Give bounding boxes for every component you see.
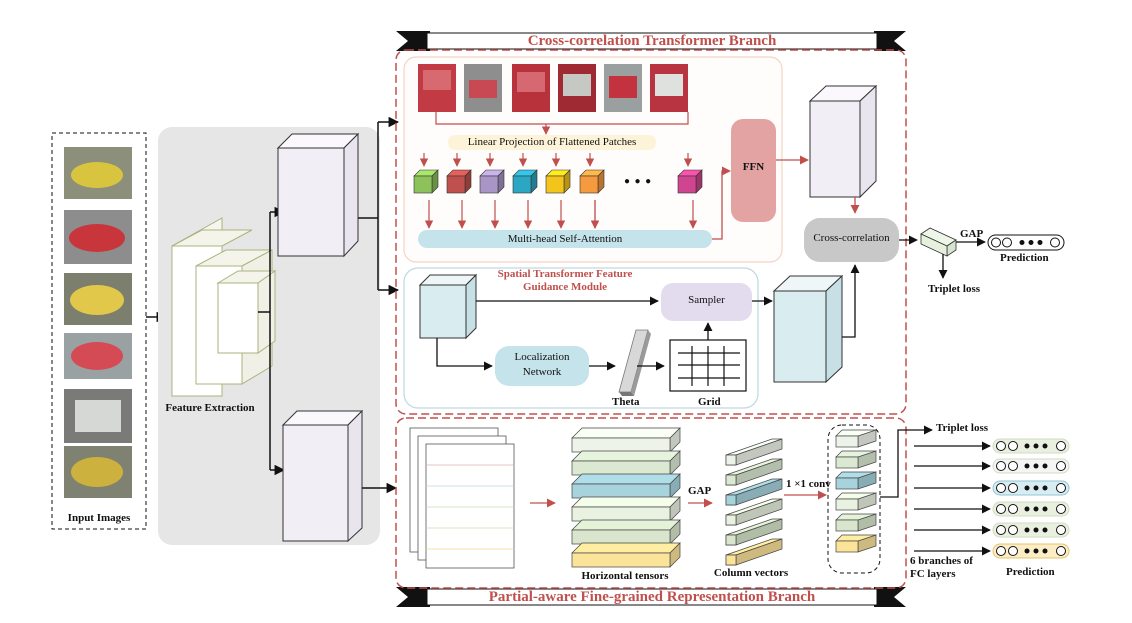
triplet-loss-top: Triplet loss [928, 283, 981, 295]
theta-slab [618, 329, 651, 396]
conv-output-frame [827, 424, 881, 574]
patch-token [479, 153, 505, 229]
prediction-row [914, 438, 1070, 454]
horizontal-tensor [571, 519, 681, 545]
sampler-label: Sampler [688, 294, 725, 306]
conv-vector [835, 492, 877, 511]
conv-vector [835, 471, 877, 490]
prediction-row [914, 501, 1070, 517]
horizontal-tensor [571, 542, 681, 568]
patch-token [545, 153, 571, 229]
horizontal-sheets [409, 427, 515, 569]
grid-label: Grid [698, 396, 721, 408]
column-vector [725, 498, 783, 526]
conv-output-stack [835, 429, 877, 553]
patch-token [446, 153, 472, 229]
patch-tokens [413, 153, 703, 229]
ffn-label: FFN [742, 161, 765, 173]
patch-token [512, 153, 538, 229]
conv-vector [835, 450, 877, 469]
mhsa-box [418, 230, 712, 248]
column-vector [725, 458, 783, 486]
stfg-title: Spatial Transformer Feature Guidance Mod… [480, 268, 650, 294]
column-vector [725, 478, 783, 506]
grid-box [669, 339, 747, 392]
horizontal-tensor [571, 473, 681, 499]
theta-label: Theta [612, 396, 640, 408]
gap-cube-top [920, 227, 957, 257]
column-vector [725, 538, 783, 566]
fc-branches-label: 6 branches of FC layers [910, 555, 973, 580]
prediction-row [914, 480, 1070, 496]
localization-network-box [495, 346, 589, 386]
partial-aware-branch-frame [395, 417, 907, 589]
conv-vector [835, 429, 877, 448]
bottom-branch-title: Partial-aware Fine-grained Representatio… [488, 589, 816, 605]
prediction-row [914, 543, 1070, 559]
column-vector [725, 438, 783, 466]
top-branch-title: Cross-correlation Transformer Branch [527, 33, 777, 49]
mhsa-label: Multi-head Self-Attention [507, 233, 623, 245]
stfg-title-line2: Guidance Module [522, 281, 608, 293]
cross-correlation-label: Cross-correlation [813, 232, 890, 244]
prediction-row [914, 522, 1070, 538]
input-images-label: Input Images [67, 512, 131, 524]
sampler-box [661, 283, 752, 321]
column-vector [725, 518, 783, 546]
conv-vector [835, 534, 877, 553]
gap-label-top: GAP [960, 228, 984, 240]
prediction-label-top: Prediction [1000, 252, 1049, 264]
stfg-output-cube [772, 274, 844, 384]
stfg-title-line1: Spatial Transformer Feature [497, 268, 633, 280]
column-vectors-label: Column vectors [713, 567, 789, 579]
triplet-loss-bottom: Triplet loss [936, 422, 989, 434]
horizontal-tensor [571, 427, 681, 453]
image-patches [418, 64, 688, 112]
cross-correlation-box [804, 218, 899, 262]
horizontal-tensors-stack [571, 427, 681, 568]
patch-token [579, 153, 605, 229]
bottom-banner [396, 587, 906, 607]
horizontal-tensors-label: Horizontal tensors [581, 570, 669, 582]
patch-token [413, 153, 439, 229]
patch-token [677, 153, 703, 229]
localization-label: Localization Network [514, 351, 570, 378]
feature-extraction-label: Feature Extraction [165, 402, 255, 414]
ffn-output-cube [808, 84, 878, 199]
ffn-box [731, 119, 776, 222]
conv-vector [835, 513, 877, 532]
horizontal-tensor [571, 496, 681, 522]
feature-cube-top [276, 132, 360, 258]
prediction-row [914, 458, 1070, 474]
car-thumbnails [64, 147, 132, 498]
top-banner [396, 31, 906, 51]
linear-projection-box [448, 135, 656, 150]
linear-projection-label: Linear Projection of Flattened Patches [467, 136, 637, 148]
conv-label: 1 ×1 conv [786, 478, 831, 490]
stfg-input-cube [418, 273, 478, 340]
token-ellipsis: ● ● ● [624, 176, 653, 187]
gap-label-bottom: GAP [688, 485, 712, 497]
column-vectors-stack [725, 438, 783, 566]
horizontal-tensor [571, 450, 681, 476]
feature-cube-bottom [281, 409, 364, 543]
prediction-rows [914, 438, 1070, 559]
prediction-label-bottom: Prediction [1006, 566, 1055, 578]
cross-correlation-branch-frame [395, 49, 907, 415]
